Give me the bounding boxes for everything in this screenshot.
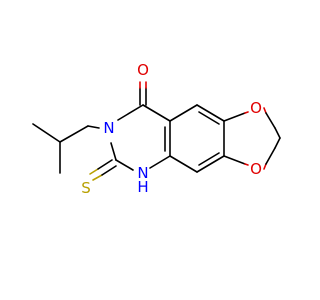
bond	[110, 142, 117, 161]
bond	[196, 155, 225, 173]
bond	[59, 125, 89, 143]
bond	[169, 155, 198, 173]
bond	[244, 111, 249, 114]
bond	[169, 104, 198, 122]
bond	[274, 127, 281, 139]
bond	[274, 137, 281, 149]
bond	[142, 104, 171, 122]
bond	[198, 111, 220, 125]
bond	[117, 104, 144, 121]
bond	[265, 147, 276, 165]
dioxole-oxygen-bottom-label: O	[250, 160, 262, 178]
bond	[101, 165, 117, 176]
bond-lines	[32, 81, 281, 181]
dioxole-oxygen-top-label: O	[250, 99, 262, 117]
molecule-diagram: O N N H S O O	[32, 61, 281, 197]
bond	[223, 155, 246, 165]
bond	[89, 168, 99, 175]
bond	[263, 163, 267, 170]
amine-hydrogen-label: H	[137, 178, 148, 196]
bond	[115, 159, 134, 171]
ring-nitrogen-label: N	[103, 119, 114, 137]
bond	[263, 107, 267, 114]
bond	[244, 163, 249, 166]
bond	[149, 155, 171, 169]
bond	[198, 152, 220, 166]
bond	[92, 174, 103, 181]
thione-sulfur-label: S	[81, 179, 91, 197]
bond	[265, 112, 276, 129]
carbonyl-oxygen-label: O	[137, 61, 149, 79]
bond	[97, 159, 113, 170]
bond	[196, 104, 225, 122]
atom-labels: O N N H S O O	[81, 61, 262, 197]
bond	[223, 112, 246, 122]
bond	[87, 125, 100, 129]
bond	[32, 123, 61, 143]
amine-nitrogen-label: N	[137, 164, 148, 182]
